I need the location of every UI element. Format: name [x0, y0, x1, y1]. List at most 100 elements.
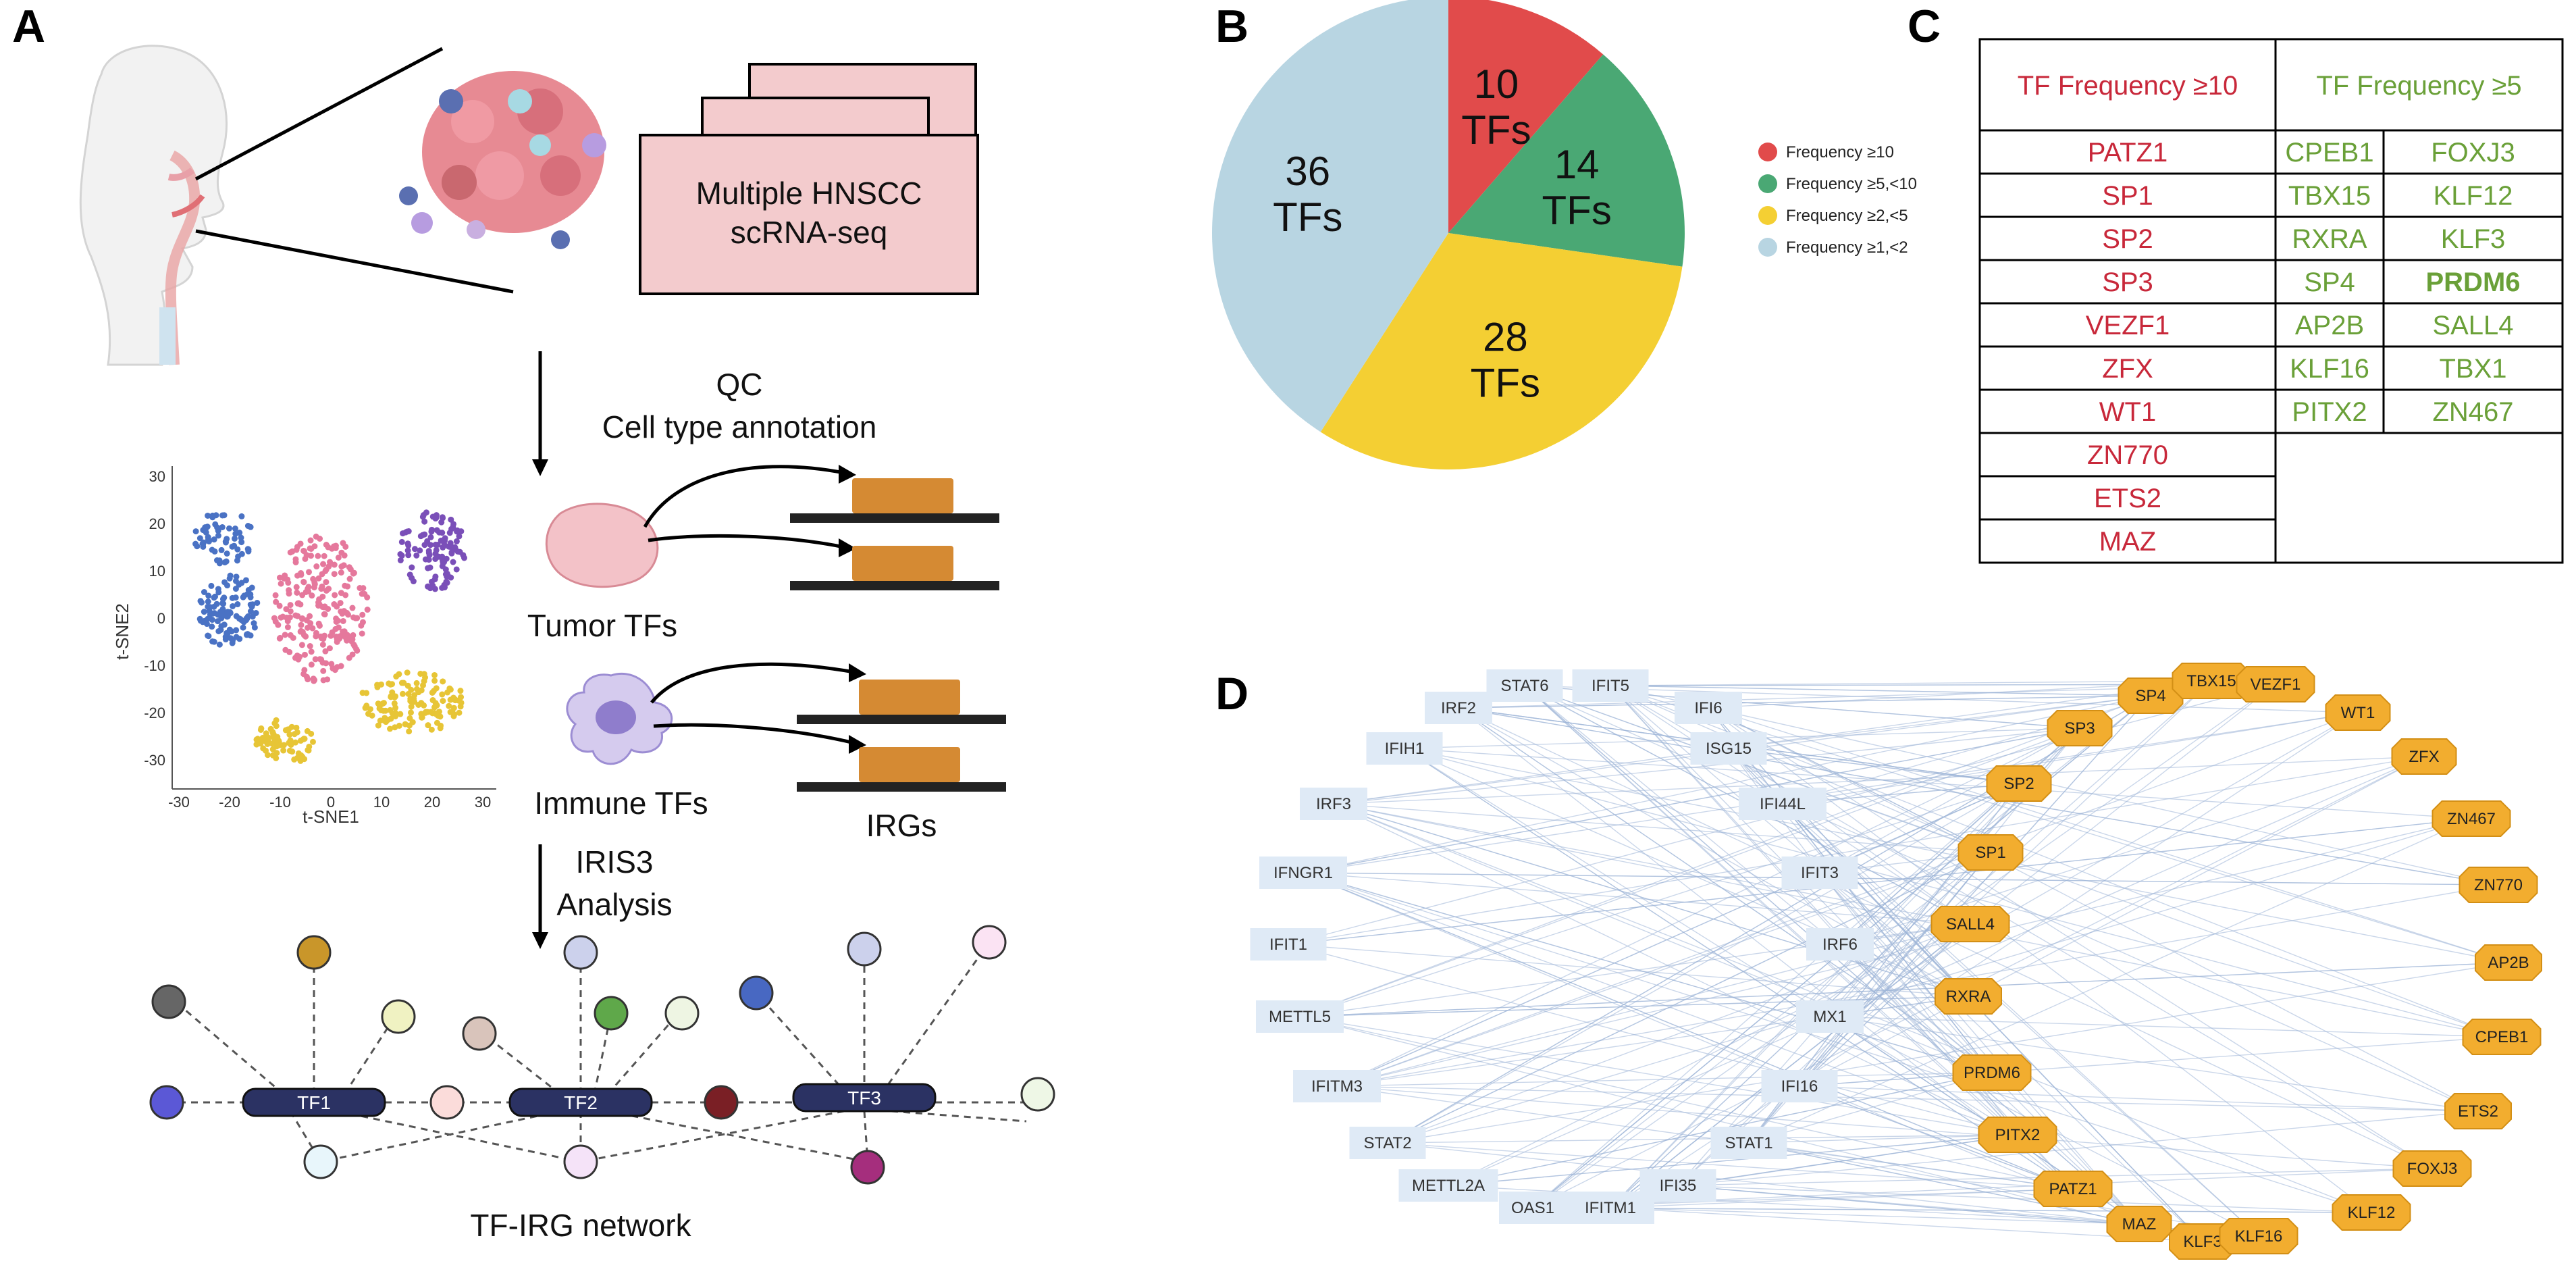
- network-edge: [1288, 756, 2425, 945]
- tsne-cell-point: [284, 576, 291, 583]
- green-tf-cell: ZN467: [2432, 397, 2513, 427]
- tsne-cell-point: [423, 709, 429, 715]
- pie-slice-unit-label: TFs: [1542, 188, 1612, 233]
- tsne-cell-point: [276, 603, 283, 609]
- scrnaseq-stack: [639, 63, 979, 295]
- tsne-cell-point: [440, 678, 446, 685]
- tsne-cell-point: [217, 627, 224, 634]
- legend-label: Frequency ≥2,<5: [1786, 207, 1908, 225]
- tsne-cell-point: [298, 615, 305, 622]
- tf-node-label: VEZF1: [2251, 675, 2301, 694]
- tsne-cell-point: [421, 542, 428, 548]
- network-tf3-node: [792, 1083, 937, 1113]
- tsne-cell-point: [321, 553, 327, 559]
- tsne-cell-point: [300, 547, 307, 554]
- tsne-cell-point: [227, 635, 234, 642]
- tsne-ytick-label: -10: [144, 657, 165, 674]
- tumor-tissue-illustration: [399, 71, 606, 249]
- red-tf-cell: MAZ: [2099, 527, 2156, 557]
- tsne-cell-point: [350, 569, 357, 576]
- tsne-cell-point: [292, 612, 299, 619]
- legend-label: Frequency ≥1,<2: [1786, 238, 1908, 257]
- tsne-cell-point: [299, 754, 306, 761]
- tsne-cell-point: [209, 638, 216, 645]
- tsne-cell-point: [349, 605, 356, 611]
- tsne-cell-point: [313, 563, 320, 570]
- tsne-cell-point: [430, 688, 437, 694]
- irg-node: [1349, 1127, 1426, 1159]
- tsne-cell-point: [452, 544, 458, 551]
- tsne-cell-point: [427, 542, 434, 548]
- network-title: TF-IRG network: [470, 1208, 691, 1243]
- tsne-cell-point: [329, 545, 336, 552]
- tsne-cell-point: [267, 725, 274, 732]
- irg-node: [1300, 788, 1367, 820]
- tsne-cell-point: [240, 624, 246, 631]
- network-tf1-label: TF1: [297, 1092, 331, 1113]
- tsne-cell-point: [333, 615, 340, 622]
- network-edge: [1799, 923, 1971, 1087]
- network-edge: [1336, 852, 1991, 1087]
- tsne-cell-point: [197, 598, 204, 605]
- red-tf-cell: ZFX: [2102, 354, 2153, 384]
- network-edge: [1336, 1085, 2433, 1169]
- tumor-cell-icon: [545, 503, 659, 588]
- tsne-cell-point: [392, 705, 399, 711]
- tsne-cell-point: [240, 619, 247, 625]
- irg-node: [1690, 732, 1767, 765]
- network-edge: [1404, 748, 2509, 963]
- network-edge: [1333, 680, 2212, 804]
- green-tf-cell: PRDM6: [2425, 267, 2520, 297]
- tsne-cell-point: [421, 702, 427, 709]
- tsne-cell-point: [332, 592, 338, 598]
- tsne-cell-point: [309, 738, 316, 745]
- irg-node: [1761, 1070, 1838, 1102]
- tsne-cell-point: [307, 643, 313, 650]
- tsne-cell-point: [335, 554, 342, 561]
- network-edge: [1336, 1072, 1993, 1087]
- tsne-cell-point: [218, 546, 225, 553]
- tsne-cell-point: [417, 670, 424, 677]
- tsne-cell-point: [440, 698, 446, 705]
- network-edge: [1728, 748, 2140, 1225]
- tsne-cell-point: [270, 732, 277, 738]
- tf-node: [2444, 1093, 2512, 1129]
- tf-node-label: ZN770: [2474, 876, 2523, 894]
- network-edge: [1333, 803, 1971, 925]
- tsne-cell-point: [360, 585, 367, 592]
- tsne-cell-point: [319, 571, 325, 578]
- network-edge: [1524, 685, 1993, 1073]
- tsne-cell-point: [397, 557, 404, 563]
- tsne-cell-point: [378, 681, 385, 688]
- network-edge: [1610, 727, 2080, 1208]
- tsne-cell-point: [223, 558, 230, 565]
- tsne-cell-point: [323, 579, 330, 586]
- tsne-cell-point: [439, 584, 446, 591]
- network-edge: [1387, 1142, 2140, 1225]
- scrnaseq-label-line2: scRNA-seq: [731, 215, 888, 250]
- tsne-cell-point: [205, 512, 211, 519]
- pie-slice: [1320, 233, 1683, 469]
- tsne-cell-point: [363, 690, 370, 696]
- irg-node: [1366, 732, 1443, 765]
- tsne-cell-point: [448, 516, 454, 523]
- legend-label: Frequency ≥10: [1786, 143, 1894, 161]
- tsne-cell-point: [429, 582, 436, 589]
- network-edge: [1303, 872, 2074, 1190]
- tsne-cell-point: [311, 581, 318, 588]
- tsne-cell-point: [271, 615, 278, 621]
- network-edge: [1458, 695, 2151, 709]
- tsne-cell-point: [450, 559, 456, 565]
- irg-node: [1572, 669, 1649, 702]
- tsne-cell-point: [221, 594, 228, 601]
- tsne-cell-point: [215, 589, 222, 596]
- tf-node-label: PITX2: [1995, 1126, 2041, 1144]
- tsne-cell-point: [319, 641, 326, 648]
- head-illustration: [79, 45, 228, 366]
- green-tf-cell: KLF3: [2441, 224, 2506, 254]
- red-tf-cell: WT1: [2099, 397, 2156, 427]
- irg-node-label: OAS1: [1511, 1199, 1554, 1217]
- tsne-cell-point: [435, 712, 442, 719]
